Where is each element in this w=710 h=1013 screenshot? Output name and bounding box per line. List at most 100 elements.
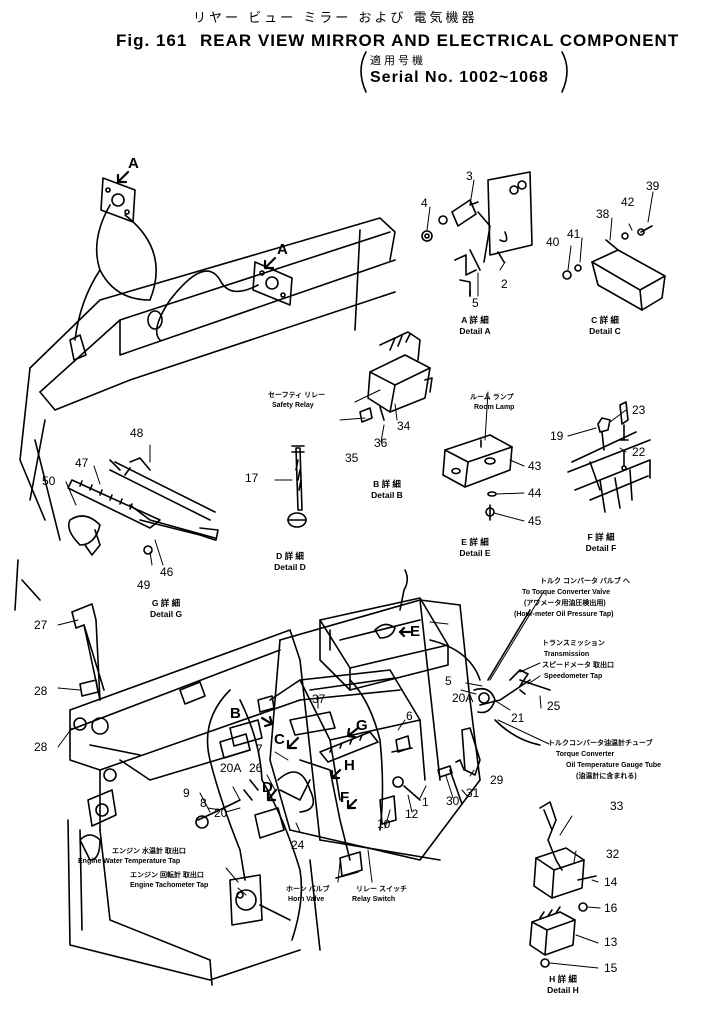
rear-body-assembly	[14, 217, 396, 611]
part-number-43: 43	[528, 459, 542, 473]
detail-h-caption: H 詳 細 Detail H	[538, 975, 588, 994]
detail-h-jp: H 詳 細	[549, 974, 577, 984]
water-temp-tap-label: Engine Water Temperature Tap	[78, 858, 181, 865]
detail-c-caption: C 詳 細 Detail C	[580, 316, 630, 335]
part-number-38: 38	[596, 207, 610, 221]
detail-marker-h: H	[344, 757, 355, 774]
part-number-28-lower: 28	[34, 740, 48, 754]
part-number-2: 2	[501, 277, 508, 291]
part-number-42: 42	[621, 195, 635, 209]
detail-e-caption: E 詳 細 Detail E	[450, 538, 500, 557]
part-number-30: 30	[446, 794, 460, 808]
horn-valve-jp-label: ホーン バルブ	[286, 886, 330, 893]
detail-g-drawing	[67, 457, 219, 556]
speedometer-tap-label: Speedometer Tap	[544, 673, 603, 680]
part-number-26: 26	[249, 761, 263, 775]
tc-valve-jp-note: (アワメータ用油圧検出用)	[524, 600, 606, 607]
part-number-13: 13	[604, 935, 618, 949]
safety-relay-label: Safety Relay	[272, 402, 314, 409]
part-number-23: 23	[632, 403, 646, 417]
part-number-10: 10	[377, 817, 391, 831]
tacho-jp-label: エンジン 回転計 取出口	[130, 872, 204, 879]
detail-d-jp: D 詳 細	[276, 551, 304, 561]
part-number-14: 14	[604, 875, 618, 889]
part-number-22: 22	[632, 445, 646, 459]
figure-label: Fig. 161	[116, 31, 188, 50]
part-number-12: 12	[405, 807, 419, 821]
part-number-36: 36	[374, 436, 388, 450]
part-number-16: 16	[604, 901, 618, 915]
detail-a-jp: A 詳 細	[461, 315, 489, 325]
relay-switch-label: Relay Switch	[352, 896, 396, 903]
part-number-45: 45	[528, 514, 542, 528]
detail-g-jp: G 詳 細	[151, 598, 181, 608]
part-number-32: 32	[606, 847, 620, 861]
detail-e-jp: E 詳 細	[461, 537, 489, 547]
speedometer-jp-label: スピードメータ 取出口	[542, 662, 614, 669]
mirror-bracket-a-upper	[69, 177, 157, 361]
detail-a-caption: A 詳 細 Detail A	[450, 316, 500, 335]
detail-b-caption: B 詳 細 Detail B	[362, 480, 412, 499]
part-number-34: 34	[397, 419, 411, 433]
page-title: REAR VIEW MIRROR AND ELECTRICAL COMPONEN…	[200, 31, 680, 50]
part-number-5: 5	[472, 296, 479, 310]
tc-tube-label-2: Oil Temperature Gauge Tube	[566, 762, 662, 769]
tc-tube-label: Torque Converter	[556, 751, 615, 758]
part-number-49: 49	[137, 578, 151, 592]
part-number-41: 41	[567, 227, 581, 241]
serial-brackets	[360, 51, 568, 93]
detail-f-caption: F 詳 細 Detail F	[576, 533, 626, 552]
room-lamp-label: Room Lamp	[474, 404, 515, 411]
detail-f-jp: F 詳 細	[587, 532, 615, 542]
tc-valve-label: To Torque Converter Valve	[522, 589, 611, 596]
part-number-27: 27	[34, 618, 48, 632]
detail-f-drawing	[567, 401, 651, 513]
mirror-bracket-a-lower	[147, 261, 293, 341]
part-number-46: 46	[160, 565, 174, 579]
part-number-31: 31	[466, 786, 480, 800]
part-number-33: 33	[610, 799, 624, 813]
detail-e-en: Detail E	[459, 547, 491, 558]
part-number-21: 21	[511, 711, 525, 725]
part-number-3: 3	[466, 169, 473, 183]
detail-d-caption: D 詳 細 Detail D	[265, 552, 315, 571]
part-number-5-main: 5	[445, 674, 452, 688]
detail-marker-f: F	[340, 789, 350, 806]
part-number-9: 9	[183, 786, 190, 800]
detail-b-en: Detail B	[371, 489, 403, 500]
part-number-20: 20	[214, 806, 228, 820]
detail-d-en: Detail D	[274, 561, 306, 572]
detail-g-caption: G 詳 細 Detail G	[136, 599, 196, 618]
part-number-48: 48	[130, 426, 144, 440]
part-number-24: 24	[291, 838, 305, 852]
transmission-label: Transmission	[544, 651, 590, 658]
serial-range: Serial No. 1002~1068	[370, 69, 549, 86]
detail-b-jp: B 詳 細	[373, 479, 401, 489]
part-number-29: 29	[490, 773, 504, 787]
detail-c-jp: C 詳 細	[591, 315, 619, 325]
part-number-25: 25	[547, 699, 561, 713]
detail-g-en: Detail G	[149, 608, 183, 619]
part-number-44: 44	[528, 486, 542, 500]
part-number-15: 15	[604, 961, 618, 975]
detail-a-en: Detail A	[459, 325, 491, 336]
detail-c-en: Detail C	[589, 325, 621, 336]
part-number-17: 17	[245, 471, 259, 485]
part-number-47: 47	[75, 456, 89, 470]
part-number-37: 37	[312, 692, 326, 706]
part-number-50: 50	[42, 474, 56, 488]
part-number-6: 6	[406, 709, 413, 723]
detail-marker-a-lower: A	[277, 241, 288, 258]
leader-lines	[57, 179, 654, 969]
main-cab-assembly	[67, 569, 551, 986]
detail-marker-c: C	[274, 731, 285, 748]
tachometer-tap-label: Engine Tachometer Tap	[130, 882, 209, 889]
detail-d-drawing	[287, 445, 307, 528]
tc-tube-jp-label: トルクコンバータ油温計チューブ	[548, 740, 653, 747]
japanese-title: リヤー ビュー ミラー および 電気機器	[193, 11, 478, 26]
room-lamp-jp-label: ルーム ランプ	[470, 394, 514, 401]
japanese-serial-label: 適用号機	[370, 54, 426, 67]
part-number-28-upper: 28	[34, 684, 48, 698]
